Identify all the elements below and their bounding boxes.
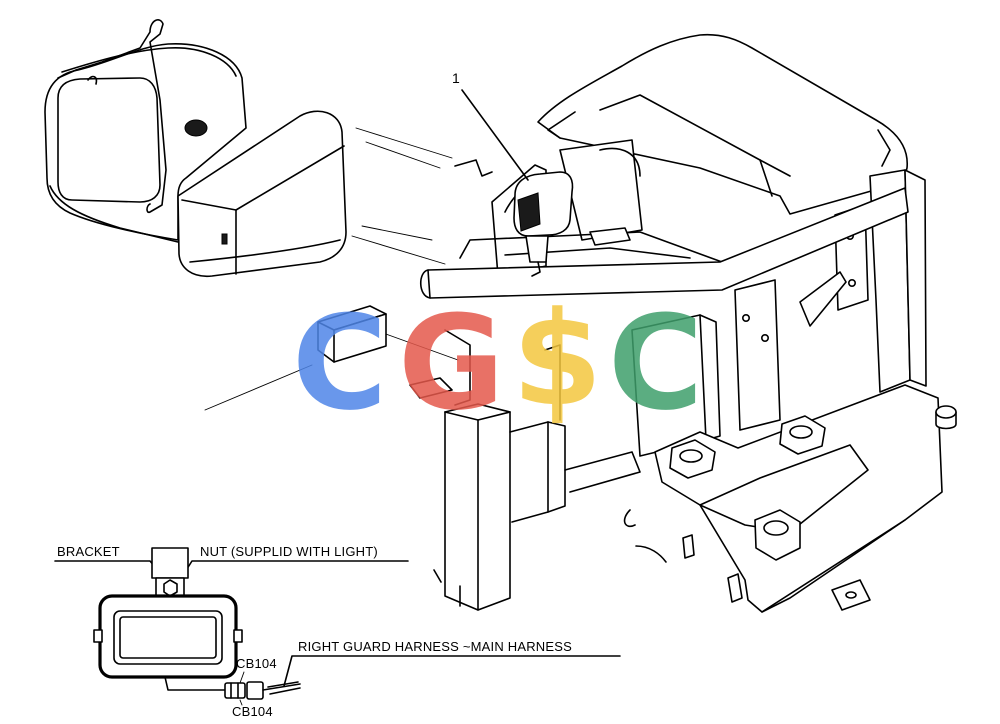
callout-leader: [461, 89, 529, 181]
bracket-label: BRACKET: [57, 544, 120, 559]
frame-roof-seam: [547, 111, 576, 139]
connector-female: [246, 681, 264, 700]
frame-floor: [459, 231, 723, 263]
mount-boss-top: [935, 405, 957, 419]
bolt: [847, 278, 856, 287]
watermark-letter: $: [512, 283, 602, 435]
light-bracket: [151, 547, 189, 579]
cab-assembly: [44, 19, 347, 278]
connector-leader-upper: [239, 671, 245, 684]
light-lens: [119, 616, 217, 659]
small-plate-hole: [845, 591, 857, 599]
frame-right-pillar: [904, 169, 927, 387]
small-tab: [727, 573, 743, 603]
cab-roof-edge: [61, 47, 237, 77]
guard-part: [444, 329, 471, 406]
connector-label-upper: CB104: [236, 656, 277, 671]
guard-part: [409, 377, 453, 399]
frame-roof-edge: [759, 159, 773, 197]
cab-frame: [317, 33, 957, 613]
nut-leader: [175, 560, 409, 587]
work-light: [513, 171, 574, 277]
projection-lines: [204, 127, 459, 411]
guard-bracket-face: [333, 313, 387, 363]
connector-leader-lower: [239, 699, 243, 706]
guard-part: [454, 159, 493, 177]
cab-console-skirt: [189, 239, 341, 263]
light-ear-right: [233, 629, 243, 643]
bolt: [760, 333, 769, 342]
watermark-letter: C: [608, 287, 703, 439]
frame-rear-panel: [559, 139, 643, 241]
small-plate: [831, 579, 871, 611]
projection-line: [204, 364, 313, 411]
harness-label: RIGHT GUARD HARNESS ~MAIN HARNESS: [298, 639, 572, 654]
mount-hole: [763, 520, 789, 536]
frame-channel: [547, 421, 566, 513]
light-ear-left: [93, 629, 103, 643]
frame-channel: [509, 421, 549, 523]
work-light-wire: [531, 261, 541, 277]
mount-hole: [789, 425, 813, 439]
small-tab: [682, 534, 695, 559]
frame-roof-visor: [599, 94, 791, 177]
small-clip: [635, 545, 667, 563]
small-line: [433, 569, 442, 583]
guard-bracket-side: [317, 321, 335, 363]
bracket-leader: [54, 560, 167, 581]
mount-hole: [679, 449, 703, 463]
light-nut: [163, 579, 178, 597]
harness-cable: [262, 683, 301, 691]
small-clip: [623, 509, 636, 528]
cab-console-latch: [221, 233, 228, 245]
frame-lower-wall: [564, 451, 641, 493]
frame-diagonal-strut: [799, 271, 847, 327]
cab-door-frame: [57, 77, 161, 203]
frame-right-wall: [869, 169, 911, 393]
frame-base-tray: [654, 384, 943, 613]
frame-front-beam-end: [419, 269, 431, 299]
frame-roof: [537, 33, 908, 215]
nut-label: NUT (SUPPLID WITH LIGHT): [200, 544, 378, 559]
light-detail: BRACKET NUT (SUPPLID WITH LIGHT) CB104 C…: [54, 544, 621, 719]
watermark-letter: C: [292, 287, 387, 439]
harness-leader: [283, 655, 621, 687]
callout-label: 1: [452, 70, 460, 86]
watermark-logo: C G $ C: [292, 283, 703, 439]
harness-cable-sheath: [267, 681, 301, 695]
mount-pad: [779, 415, 826, 455]
cab-window-mark: [184, 119, 208, 137]
projection-line: [355, 127, 453, 159]
cab-harness-wire: [57, 19, 167, 214]
cab-harness-clip: [87, 75, 98, 85]
connector-male: [224, 682, 246, 699]
frame-floor-tab: [589, 227, 631, 246]
frame-channel: [544, 344, 561, 421]
bolt: [741, 313, 750, 322]
frame-base-cavity: [699, 444, 869, 533]
projection-line: [351, 235, 446, 265]
connector-male-detail: [230, 682, 239, 699]
frame-center-post: [734, 279, 781, 431]
cab-skirt: [49, 185, 179, 243]
frame-base-front-edge: [761, 519, 906, 613]
work-light-lens: [517, 192, 541, 232]
light-lens-frame: [113, 610, 223, 665]
light-cable: [164, 676, 226, 691]
projection-line: [382, 332, 459, 361]
frame-rear-panel-curve: [599, 147, 641, 177]
connector-label-lower: CB104: [232, 704, 273, 719]
frame-roof-corner: [877, 129, 891, 167]
work-light-mount: [525, 235, 549, 263]
mount-pad: [669, 439, 716, 479]
watermark-letter: G: [398, 287, 505, 439]
projection-line: [365, 141, 441, 169]
projection-line: [361, 225, 433, 241]
